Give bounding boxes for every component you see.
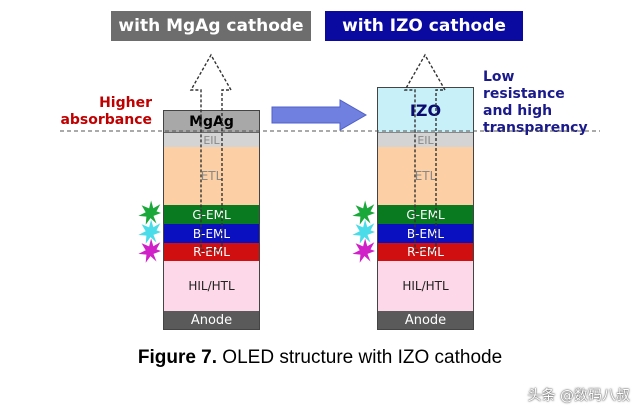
right-hil-htl-layer: HIL/HTL: [378, 261, 473, 311]
low-text: Low: [483, 69, 515, 85]
right-green-starburst-icon: [352, 200, 375, 225]
right-cyan-starburst-icon: [352, 219, 375, 244]
right-magenta-starburst-icon: [352, 238, 375, 263]
left-anode-layer: Anode: [164, 311, 259, 329]
caption-figure-number: Figure 7.: [137, 347, 218, 368]
left-mgag-layer: MgAg: [164, 111, 259, 133]
right-b-eml-layer: B-EML: [378, 224, 473, 243]
left-magenta-starburst-icon: [138, 238, 161, 263]
transition-arrow-icon: [271, 99, 368, 131]
watermark-text: 头条 @数码八叔: [527, 388, 630, 404]
left-r-eml-layer: R-EML: [164, 243, 259, 261]
header-izo-cathode: with IZO cathode: [325, 11, 523, 41]
right-anode-layer: Anode: [378, 311, 473, 329]
and-high-text: and high: [483, 103, 553, 119]
absorbance-text: absorbance: [60, 112, 152, 128]
higher-absorbance-label: Higher absorbance: [40, 95, 152, 129]
right-eil-layer: EIL: [378, 133, 473, 147]
higher-text: Higher: [99, 95, 152, 111]
left-b-eml-layer: B-EML: [164, 224, 259, 243]
header-mgag-cathode: with MgAg cathode: [111, 11, 311, 41]
right-oled-stack: IZO EIL ETL G-EML B-EML R-EML HIL/HTL An…: [377, 87, 474, 330]
transparency-text: transparency: [483, 120, 588, 136]
resistance-text: resistance: [483, 86, 565, 102]
right-izo-layer: IZO: [378, 88, 473, 133]
right-light-arrow-icon: [403, 53, 447, 251]
figure-caption: Figure 7. OLED structure with IZO cathod…: [0, 347, 640, 369]
left-eil-layer: EIL: [164, 133, 259, 147]
left-green-starburst-icon: [138, 200, 161, 225]
caption-text: OLED structure with IZO cathode: [217, 347, 503, 368]
left-g-eml-layer: G-EML: [164, 205, 259, 224]
left-cyan-starburst-icon: [138, 219, 161, 244]
low-resistance-label: Low resistance and high transparency: [483, 69, 633, 137]
left-hil-htl-layer: HIL/HTL: [164, 261, 259, 311]
right-g-eml-layer: G-EML: [378, 205, 473, 224]
left-light-arrow-icon: [189, 53, 233, 251]
left-oled-stack: MgAg EIL ETL G-EML B-EML R-EML HIL/HTL A…: [163, 110, 260, 330]
right-r-eml-layer: R-EML: [378, 243, 473, 261]
right-etl-layer: ETL: [378, 147, 473, 205]
left-etl-layer: ETL: [164, 147, 259, 205]
